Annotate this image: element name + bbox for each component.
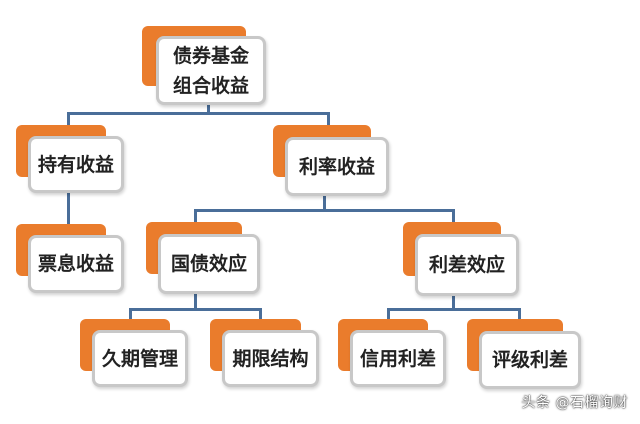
node-rate: 利率收益: [273, 125, 389, 196]
node-credit: 信用利差: [338, 319, 446, 387]
connector-level3-left-bar: [130, 308, 261, 311]
watermark: 头条 @石榴询财: [521, 395, 628, 411]
node-credit-label: 信用利差: [350, 330, 446, 387]
node-treasury: 国债效应: [146, 222, 260, 294]
node-spread: 利差效应: [403, 222, 519, 296]
node-coupon-label: 票息收益: [28, 235, 124, 293]
connector-root-down: [207, 100, 210, 113]
node-coupon: 票息收益: [16, 224, 124, 293]
connector-spread-down: [452, 296, 455, 310]
node-duration-label: 久期管理: [92, 330, 188, 387]
connector-treasury-down: [194, 293, 197, 310]
connector-level1-bar: [68, 112, 328, 115]
connector-rate-down: [323, 196, 326, 211]
node-rating: 评级利差: [467, 319, 581, 389]
connector-treasury-up: [194, 209, 197, 234]
connector-level2-bar: [195, 209, 453, 212]
connector-holding-coupon: [67, 193, 70, 233]
node-duration: 久期管理: [80, 319, 188, 387]
node-root-label: 债券基金 组合收益: [156, 36, 266, 105]
connector-level3-right-bar: [388, 308, 519, 311]
node-holding-label: 持有收益: [28, 136, 124, 193]
node-rating-label: 评级利差: [479, 331, 581, 389]
node-treasury-label: 国债效应: [158, 234, 260, 294]
node-root: 债券基金 组合收益: [142, 26, 266, 105]
node-holding: 持有收益: [16, 125, 124, 193]
node-term-label: 期限结构: [222, 330, 319, 387]
node-rate-label: 利率收益: [285, 137, 389, 196]
connector-spread-up: [452, 209, 455, 234]
node-term: 期限结构: [210, 319, 319, 387]
node-spread-label: 利差效应: [415, 234, 519, 296]
